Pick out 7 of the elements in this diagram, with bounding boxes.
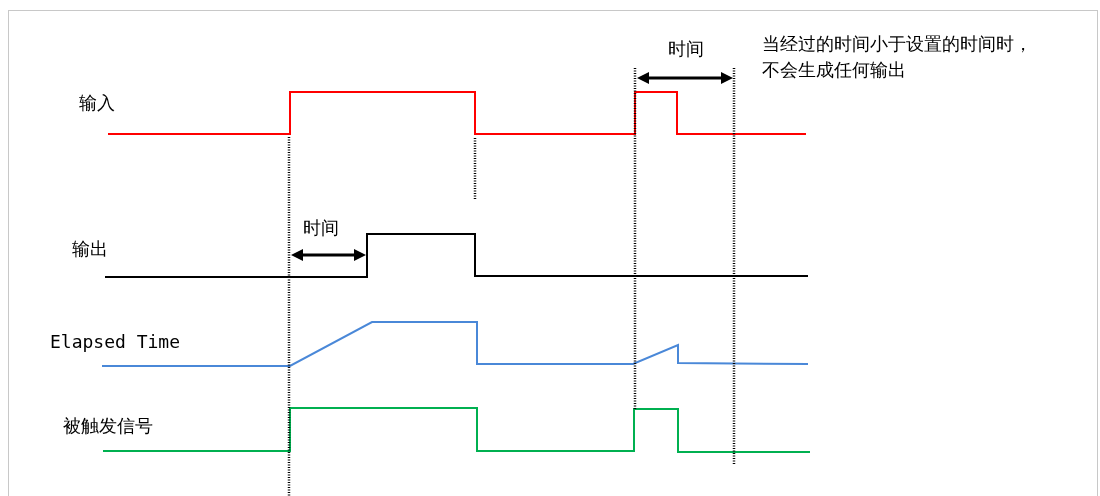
duration-label: 时间 xyxy=(303,217,339,240)
signal-label: 被触发信号 xyxy=(63,415,153,438)
signal-label: Elapsed Time xyxy=(50,330,181,354)
signal-label: 输出 xyxy=(72,238,108,261)
duration-label: 时间 xyxy=(668,38,704,61)
note-text: 当经过的时间小于设置的时间时，不会生成任何输出 xyxy=(762,33,1033,82)
signal-label: 输入 xyxy=(79,92,115,115)
